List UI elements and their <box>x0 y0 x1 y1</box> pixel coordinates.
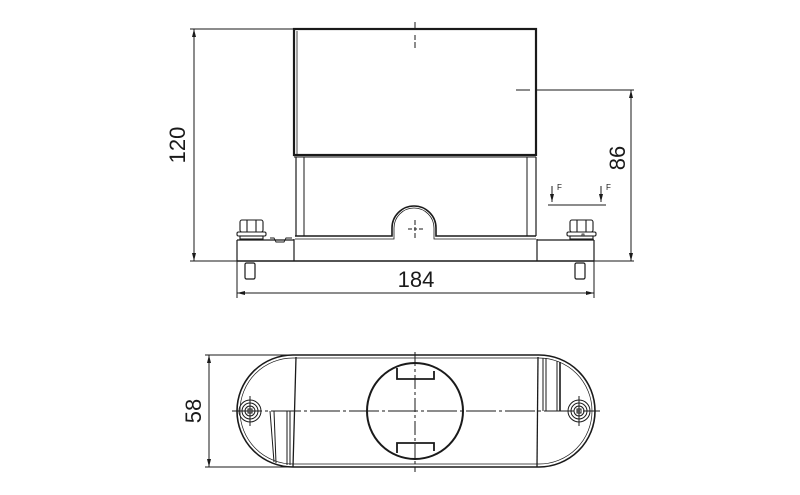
top-view <box>205 352 600 472</box>
pin-right <box>574 262 586 280</box>
bolt-left <box>236 219 267 240</box>
housing-lower <box>295 157 537 240</box>
base-plate <box>236 233 595 262</box>
bolt-hole-left <box>238 396 262 426</box>
outline <box>236 354 596 468</box>
housing-upper <box>292 27 538 158</box>
dimension-label-86: 86 <box>605 146 630 170</box>
pin-left <box>244 262 256 280</box>
bolt-hole-right <box>567 396 591 426</box>
dimension-label-184: 184 <box>398 267 435 292</box>
dimension-120 <box>190 28 294 262</box>
dimension-86 <box>536 89 634 262</box>
centre-marks <box>408 22 530 238</box>
dimension-label-120: 120 <box>165 127 190 164</box>
force-label-right: F <box>606 183 611 192</box>
dimension-184 <box>236 261 595 298</box>
force-arrows <box>548 186 606 206</box>
force-label-left: F <box>557 183 562 192</box>
dimension-58 <box>205 354 293 468</box>
centre-lines <box>232 352 600 472</box>
front-view <box>190 22 634 298</box>
dimension-label-58: 58 <box>181 399 206 423</box>
ribs <box>269 358 561 465</box>
bolt-right <box>566 219 597 240</box>
